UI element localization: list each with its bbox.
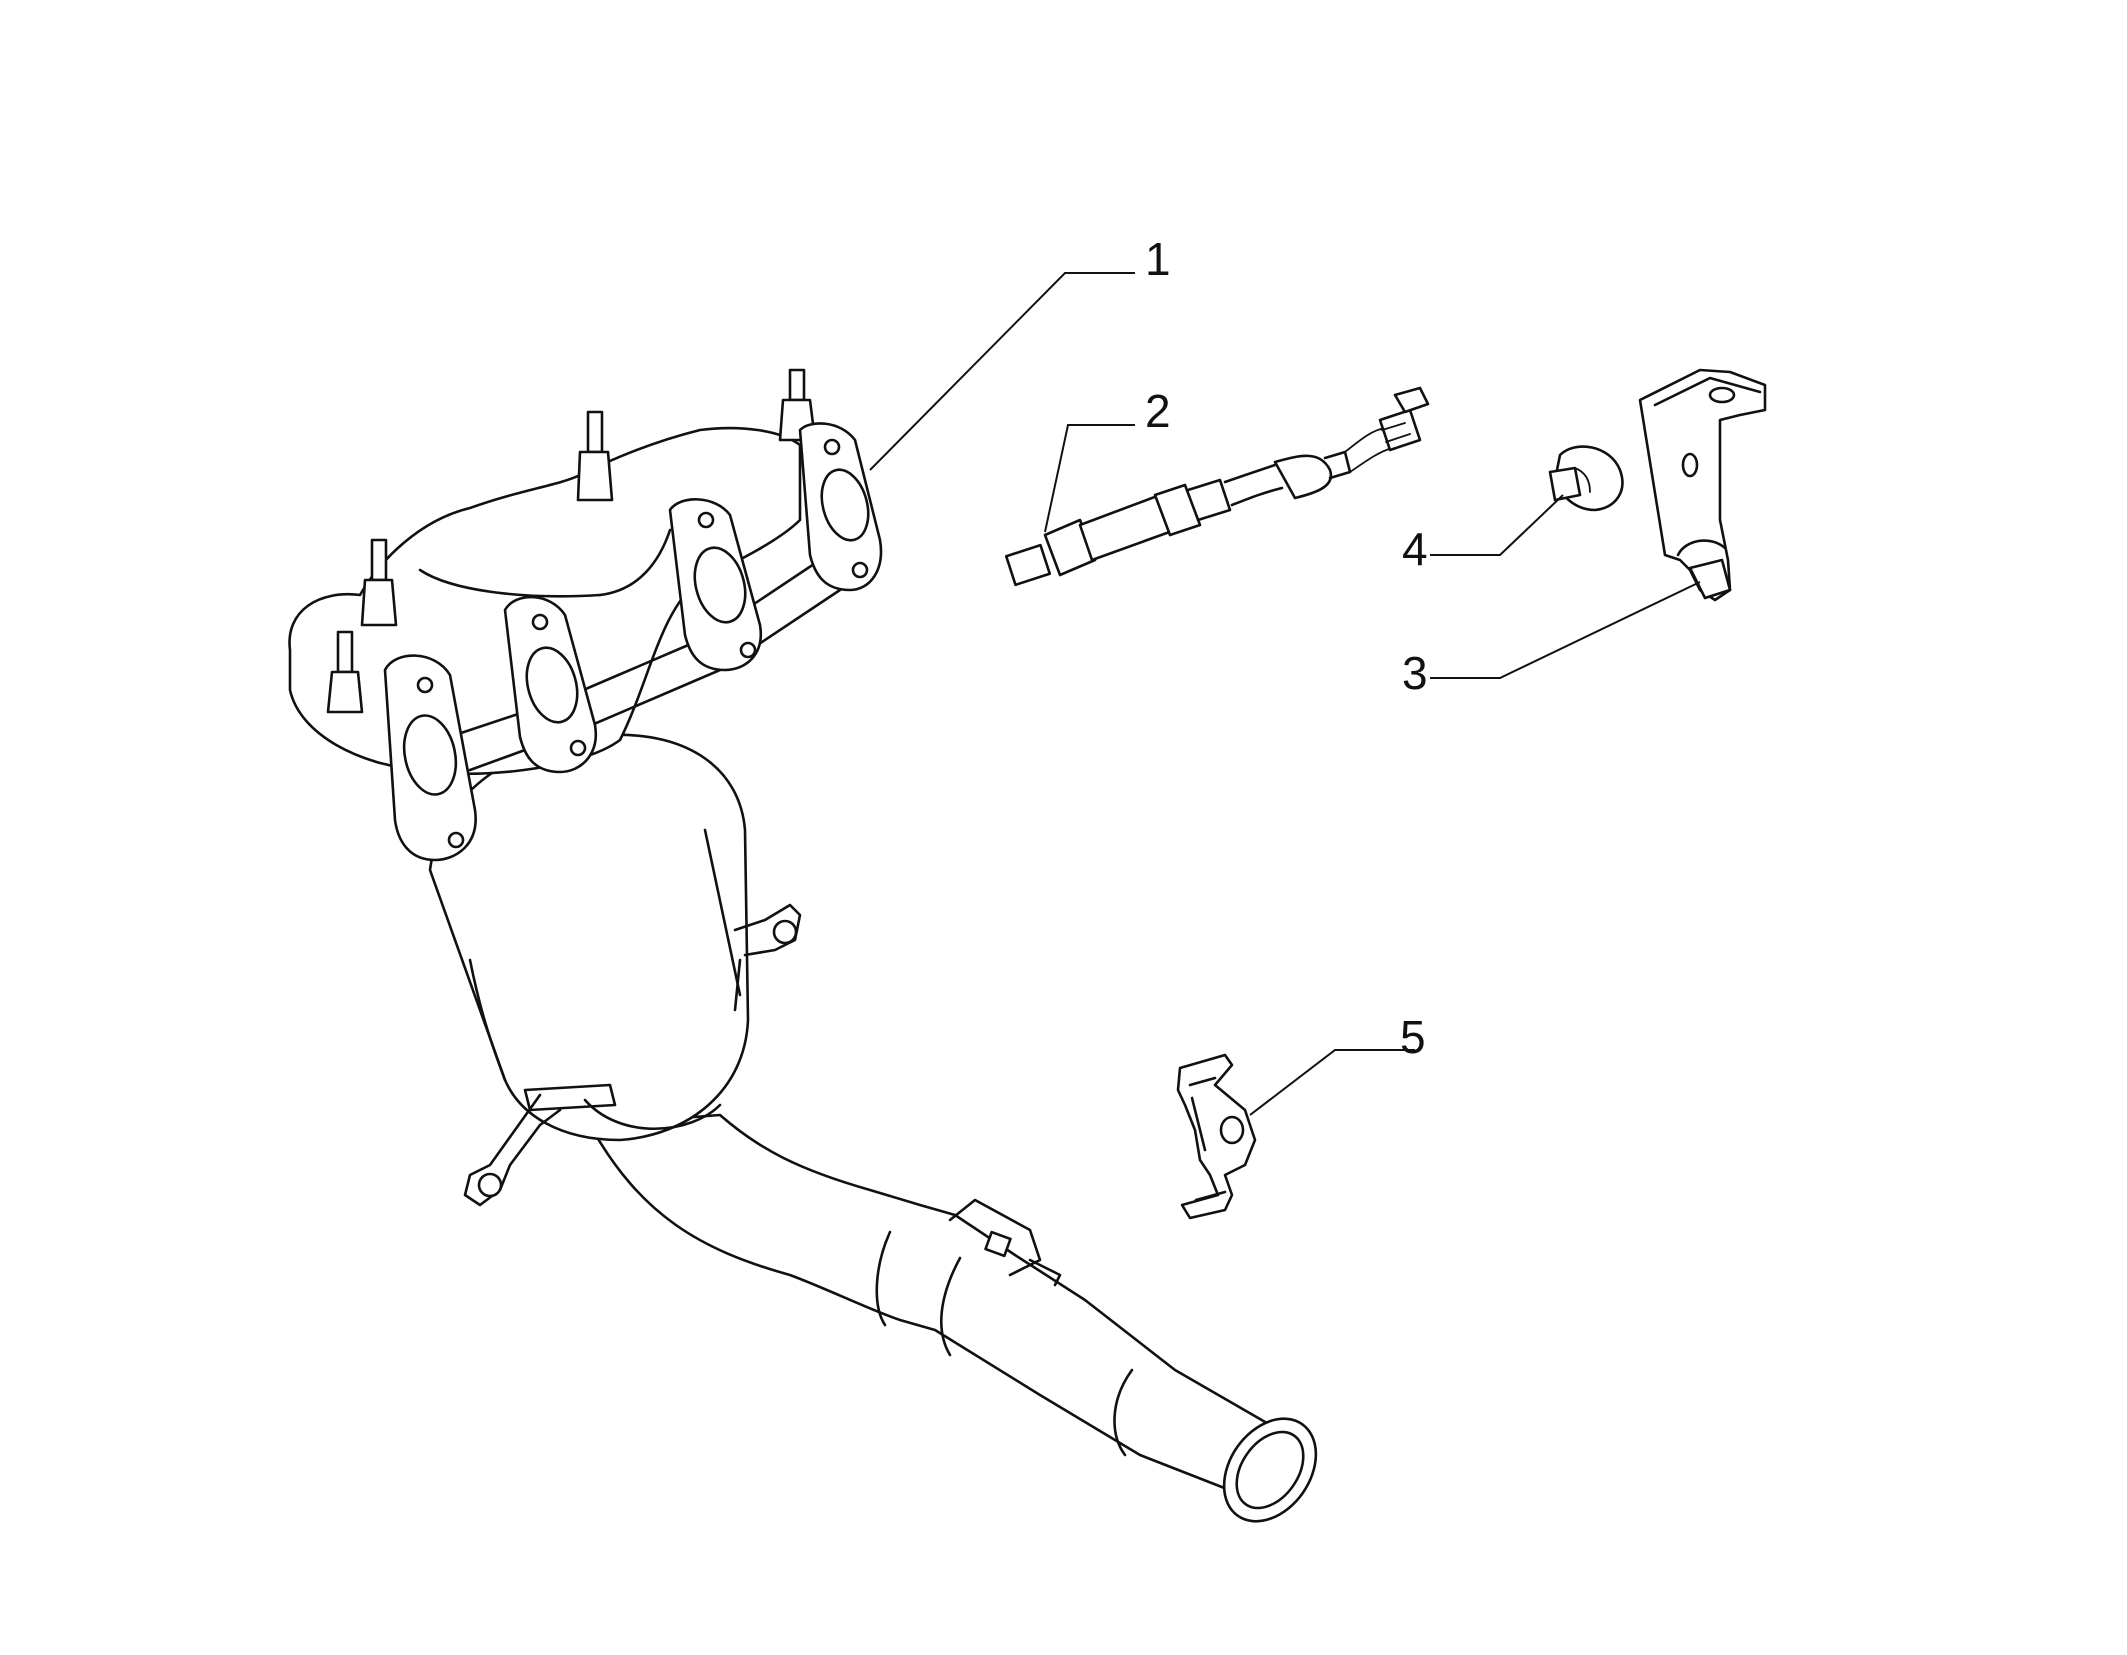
- pipe-clamp-part[interactable]: [1176, 1053, 1257, 1220]
- manifold-flange: [798, 422, 883, 592]
- manifold-flange: [668, 498, 763, 672]
- callout-4: 4: [1402, 523, 1428, 575]
- leader-lines: [869, 272, 1701, 1116]
- leader-line-4: [1430, 494, 1564, 556]
- mounting-bracket-part[interactable]: [1638, 368, 1767, 602]
- exhaust-manifold-catalyst-part[interactable]: [288, 368, 1335, 1539]
- callout-5: 5: [1400, 1011, 1426, 1063]
- manifold-flange: [503, 595, 598, 774]
- oxygen-sensor-part[interactable]: [1004, 386, 1430, 587]
- plug-cap-part[interactable]: [1548, 445, 1624, 512]
- callout-3: 3: [1402, 647, 1428, 699]
- leader-line-5: [1249, 1049, 1415, 1116]
- manifold-stud: [326, 630, 364, 714]
- callout-2: 2: [1145, 385, 1171, 437]
- manifold-stud: [576, 410, 614, 502]
- manifold-stud: [360, 538, 398, 627]
- leader-line-2: [1044, 424, 1135, 533]
- leader-line-1: [869, 272, 1135, 471]
- leader-line-3: [1430, 581, 1701, 679]
- manifold-flange: [383, 654, 477, 862]
- callout-1: 1: [1145, 233, 1171, 285]
- callout-labels: 1 2 4 3 5: [1145, 233, 1428, 1063]
